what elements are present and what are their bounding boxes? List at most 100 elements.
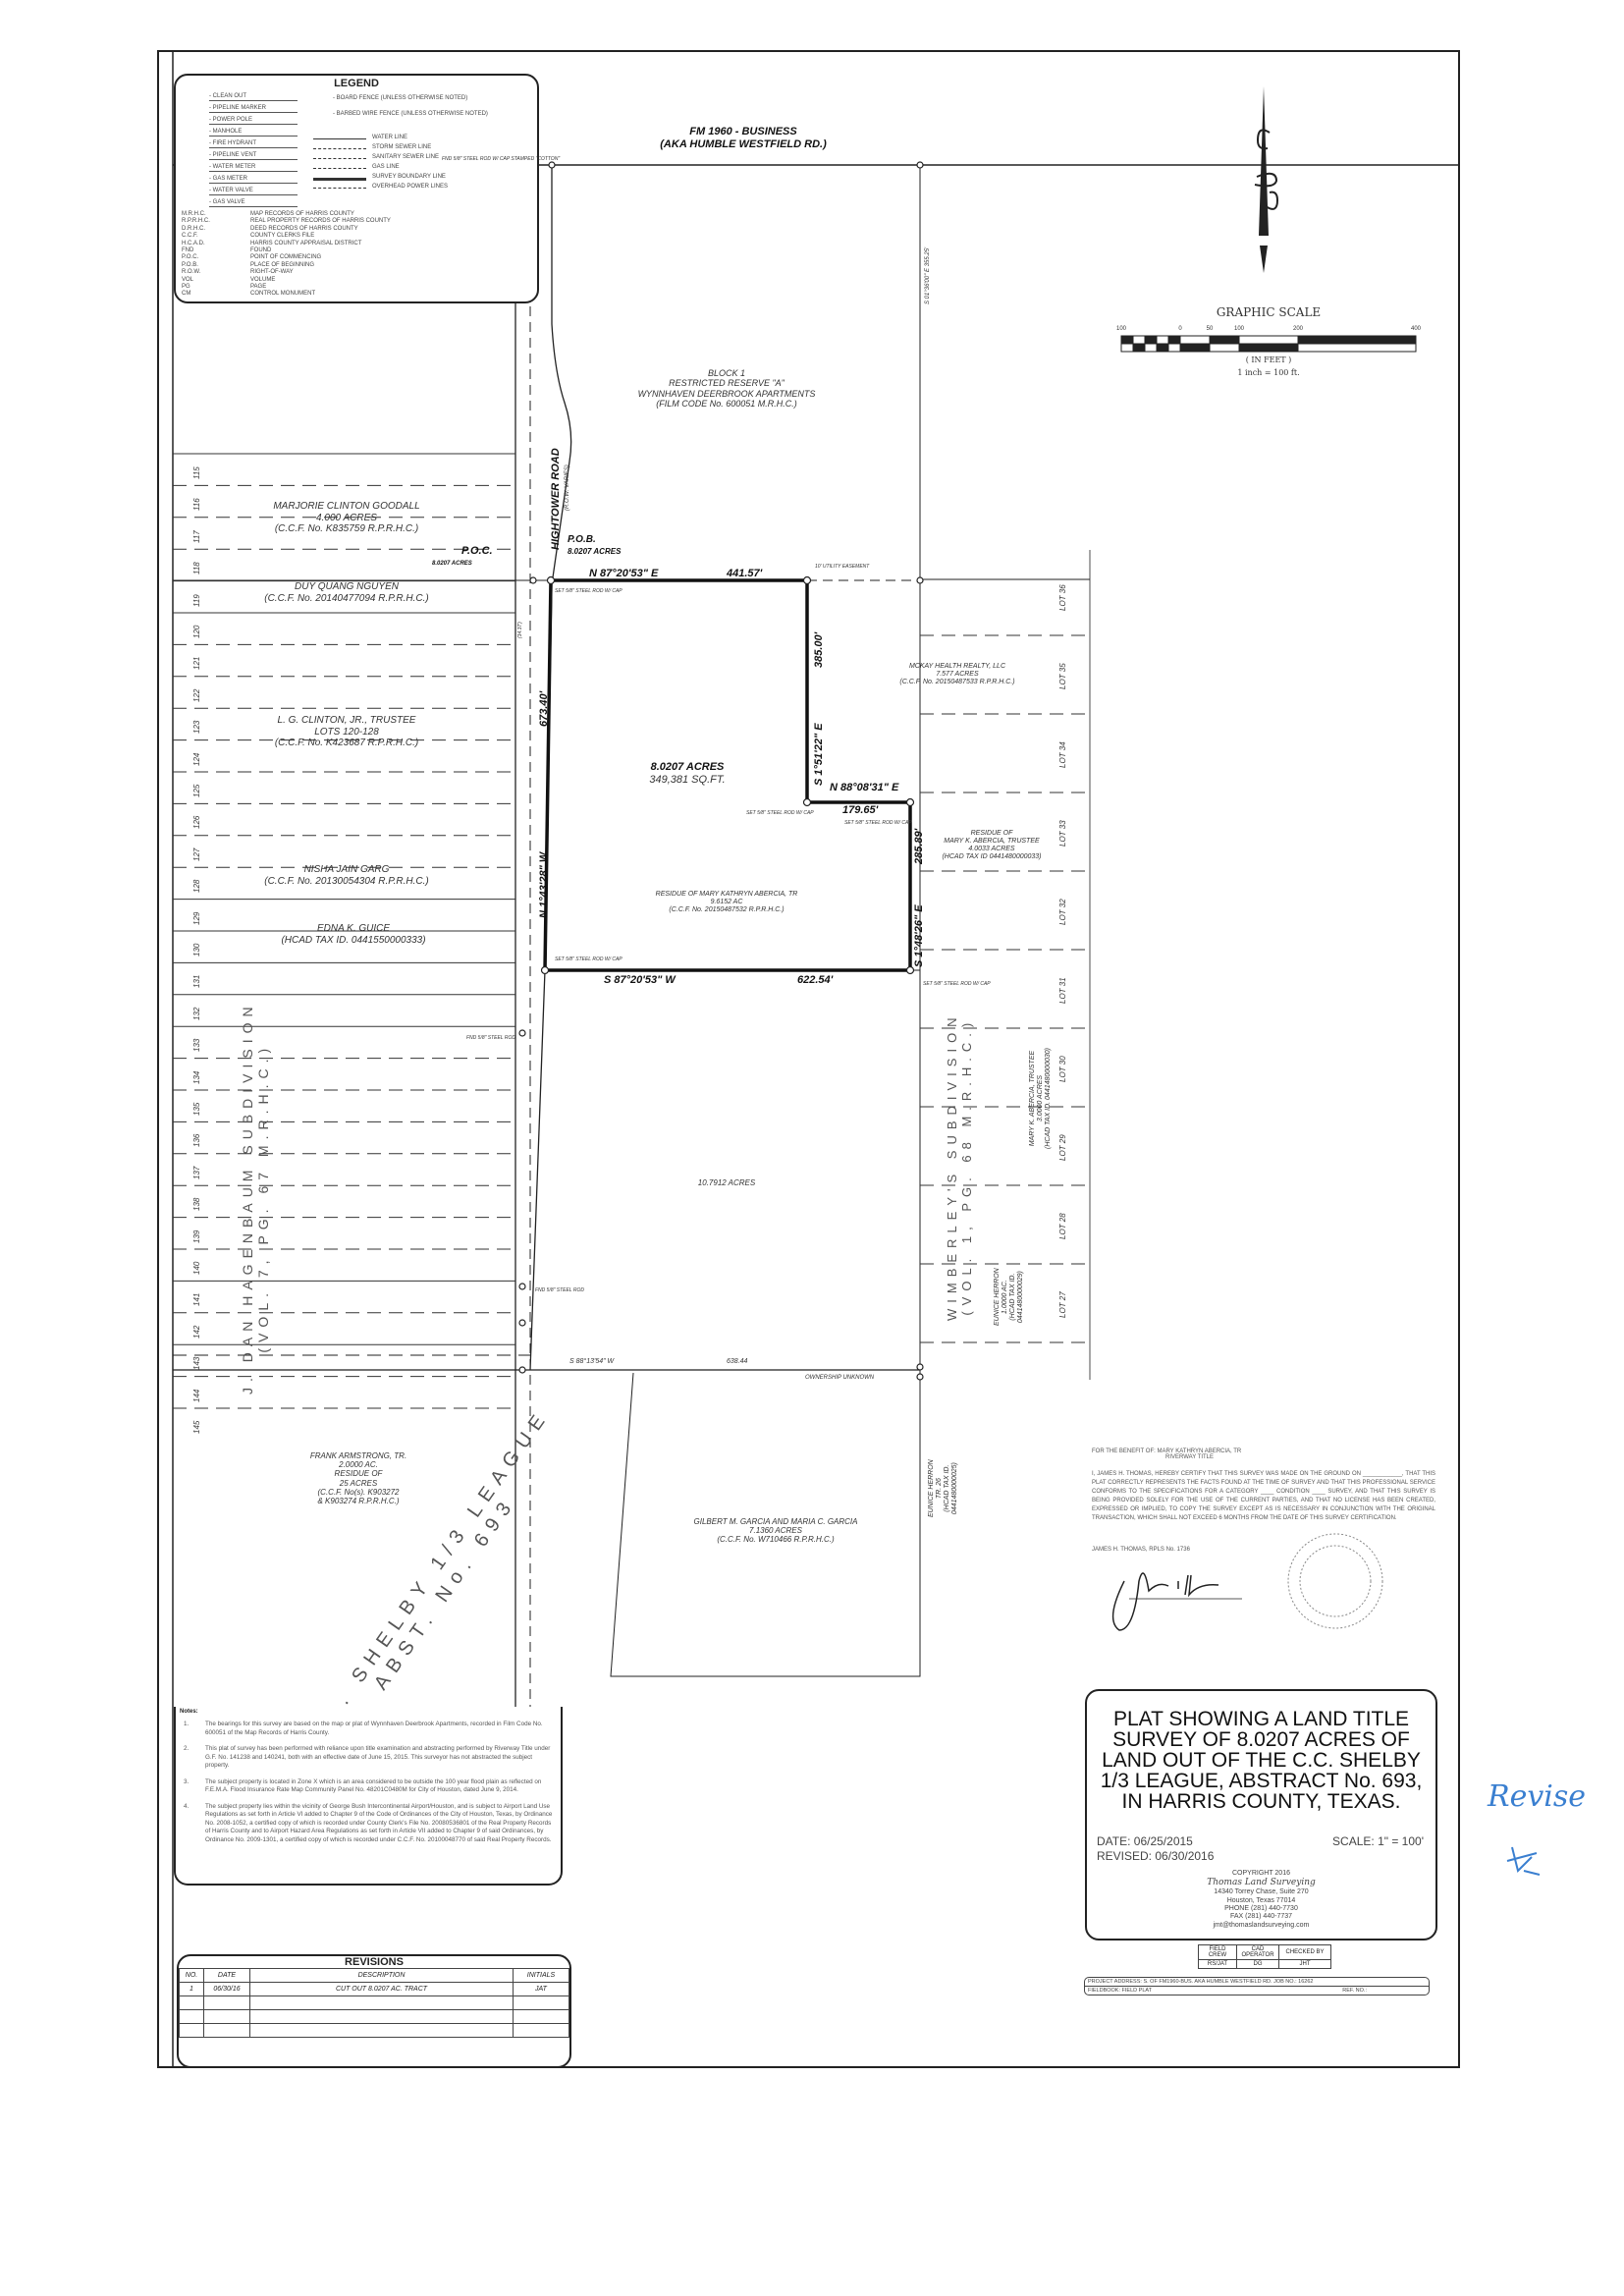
project-ref: REF. NO.: [1342, 1988, 1367, 1994]
plat-scale: SCALE: 1" = 100' [1332, 1834, 1424, 1848]
handwritten-revise-note: Revise [1488, 1779, 1587, 1814]
right-lot-number: LOT 35 [1058, 663, 1067, 689]
garcia-tract-boundary [610, 1372, 921, 1677]
parcel-line: TR. 26 [936, 1478, 944, 1500]
note-2: 2.This plat of survey has been performed… [184, 1745, 551, 1769]
legend-abbrev-key: D.R.H.C. [182, 225, 205, 232]
parcel-line: EDNA K. GUICE [316, 923, 391, 934]
legend-line-sample [313, 178, 366, 181]
parcel-line: 7.577 ACRES [936, 671, 979, 679]
parcel-line: (HCAD TAX ID 0441480000033) [942, 853, 1042, 861]
surveyor-name: JAMES H. THOMAS, RPLS No. 1736 [1092, 1547, 1190, 1553]
legend-symbol-item: - WATER VALVE [209, 188, 298, 195]
legend-symbol-item: - CLEAN OUT [209, 93, 298, 101]
parcel-line: 2.0000 AC. [339, 1460, 378, 1470]
subdivision-name: WIMBERLEY'S SUBDIVISION [945, 1011, 959, 1321]
left-lot-number: 144 [192, 1389, 201, 1402]
plat-title: PLAT SHOWING A LAND TITLE SURVEY OF 8.02… [1100, 1708, 1423, 1813]
right-lot-number: LOT 36 [1058, 584, 1067, 611]
legend-abbrev-value: VOLUME [250, 276, 276, 283]
parcel-line: RESIDUE OF [334, 1469, 383, 1479]
pob-tract-label: 8.0207 ACRES [568, 547, 622, 556]
parcel-line: (C.C.F. No. 20150487532 R.P.R.H.C.) [669, 906, 785, 914]
left-lot-number: 123 [192, 720, 201, 735]
graphic-scale-units: ( IN FEET ) [1245, 355, 1292, 364]
left-lot-number: 141 [192, 1293, 201, 1307]
left-lot-number: 136 [192, 1134, 201, 1148]
parcel-line: 7.1360 ACRES [749, 1526, 802, 1536]
block1-line: RESTRICTED RESERVE "A" [669, 378, 785, 389]
handwritten-star-mark [1506, 1846, 1541, 1876]
parcel-line: (HCAD TAX ID. 0441480000030) [1045, 1048, 1053, 1149]
hightower-row-label: (R.O.W. VARIES) [565, 465, 570, 511]
scale-tick-label: 50 [1206, 326, 1214, 332]
left-lot-number: 137 [192, 1166, 201, 1179]
legend-abbrev-key: PG [182, 284, 190, 290]
legend-abbrev-key: M.R.H.C. [182, 211, 206, 217]
left-lot-number: 132 [192, 1007, 201, 1020]
left-lot-number: 133 [192, 1038, 201, 1053]
west-call-distance: 673.40' [538, 690, 550, 727]
nguyen-parcel: DUY QUANG NGUYEN(C.C.F. No. 20140477094 … [264, 581, 429, 604]
left-lot-number: 145 [192, 1420, 201, 1434]
east1-bearing: S 1°51'22" E [813, 723, 825, 786]
legend-abbrev-value: DEED RECORDS OF HARRIS COUNTY [250, 225, 358, 232]
left-lot-lines [173, 453, 515, 1409]
revisions-title: REVISIONS [345, 1956, 404, 1968]
right-subdivision-label: WIMBERLEY'S SUBDIVISION(VOL. 1, PG. 68 M… [945, 1011, 975, 1321]
legend-abbrev-value: POINT OF COMMENCING [250, 254, 322, 261]
legend-abbrev-value: REAL PROPERTY RECORDS OF HARRIS COUNTY [250, 218, 391, 225]
legend-abbrev-value: COUNTY CLERKS FILE [250, 233, 315, 240]
company-address: 14340 Torrey Chase, Suite 270 [1214, 1888, 1309, 1896]
project-info: PROJECT ADDRESS: S. OF FM1960-BUS. AKA H… [1084, 1977, 1430, 1995]
company-fax: FAX (281) 440-7737 [1229, 1913, 1293, 1921]
left-lot-number: 130 [192, 943, 201, 957]
set-rod-label: SET 5/8" STEEL ROD W/ CAP [746, 810, 814, 816]
left-subdivision-label: J. DAN HAGENBAUM SUBDIVISION(VOL. 7, PG.… [240, 1001, 271, 1394]
left-lot-number: 143 [192, 1356, 201, 1371]
parcel-line: & K903274 R.P.R.H.C.) [317, 1496, 400, 1505]
project-fieldbook: FIELDBOOK: FIELD PLAT [1088, 1988, 1152, 1994]
project-address: PROJECT ADDRESS: S. OF FM1960-BUS. AKA H… [1085, 1978, 1429, 1987]
parcel-line: RESIDUE OF [970, 830, 1013, 837]
right-lot-number: LOT 27 [1058, 1291, 1067, 1318]
set-rod-label: SET 5/8" STEEL ROD W/ CAP [555, 588, 623, 594]
legend-line-sample [313, 148, 366, 149]
left-lot-number: 140 [192, 1261, 201, 1275]
graphic-scale-bar [1120, 335, 1417, 353]
scale-tick-label: 200 [1292, 326, 1304, 332]
parcel-line: 25 ACRES [339, 1478, 378, 1488]
certification-block: FOR THE BENEFIT OF: MARY KATHRYN ABERCIA… [1092, 1449, 1435, 1553]
guice-parcel: EDNA K. GUICE(HCAD TAX ID. 0441550000333… [281, 923, 425, 946]
certification-benefit: FOR THE BENEFIT OF: MARY KATHRYN ABERCIA… [1092, 1449, 1242, 1454]
parcel-line: DUY QUANG NGUYEN [295, 581, 399, 592]
parcel-line: L. G. CLINTON, JR., TRUSTEE [277, 715, 416, 726]
company-info: COPYRIGHT 2016 Thomas Land Surveying 143… [1087, 1870, 1435, 1930]
legend-abbrev-key: VOL [182, 276, 194, 283]
parcel-line: 0441480000029) [1017, 1271, 1025, 1324]
legend-line-sample [313, 168, 366, 169]
road-aka: (AKA HUMBLE WESTFIELD RD.) [660, 138, 827, 150]
parcel-line: MARJORIE CLINTON GOODALL [273, 501, 420, 512]
right-lot-number: LOT 31 [1058, 977, 1067, 1004]
left-lot-number: 118 [192, 562, 201, 575]
utility-easement-label: 10' UTILITY EASEMENT [815, 564, 870, 570]
legend-line-item: WATER LINE [372, 135, 408, 140]
legend-abbrev-value: RIGHT-OF-WAY [250, 269, 294, 276]
fnd-rod-label: FND 5/8" STEEL ROD [535, 1287, 585, 1293]
scale-tick-label: 400 [1410, 326, 1422, 332]
legend-symbol-item: - PIPELINE MARKER [209, 105, 298, 113]
crew-value: JHT [1278, 1959, 1331, 1969]
left-lot-number: 122 [192, 688, 201, 702]
left-lot-number: 124 [192, 752, 201, 766]
left-lot-number: 121 [192, 657, 201, 671]
subject-acres: 8.0207 ACRES [650, 761, 725, 773]
parcel-line: (C.C.F. No. 20140477094 R.P.R.H.C.) [264, 592, 429, 604]
parcel-line: NISHA JAIN GARG [303, 864, 390, 875]
